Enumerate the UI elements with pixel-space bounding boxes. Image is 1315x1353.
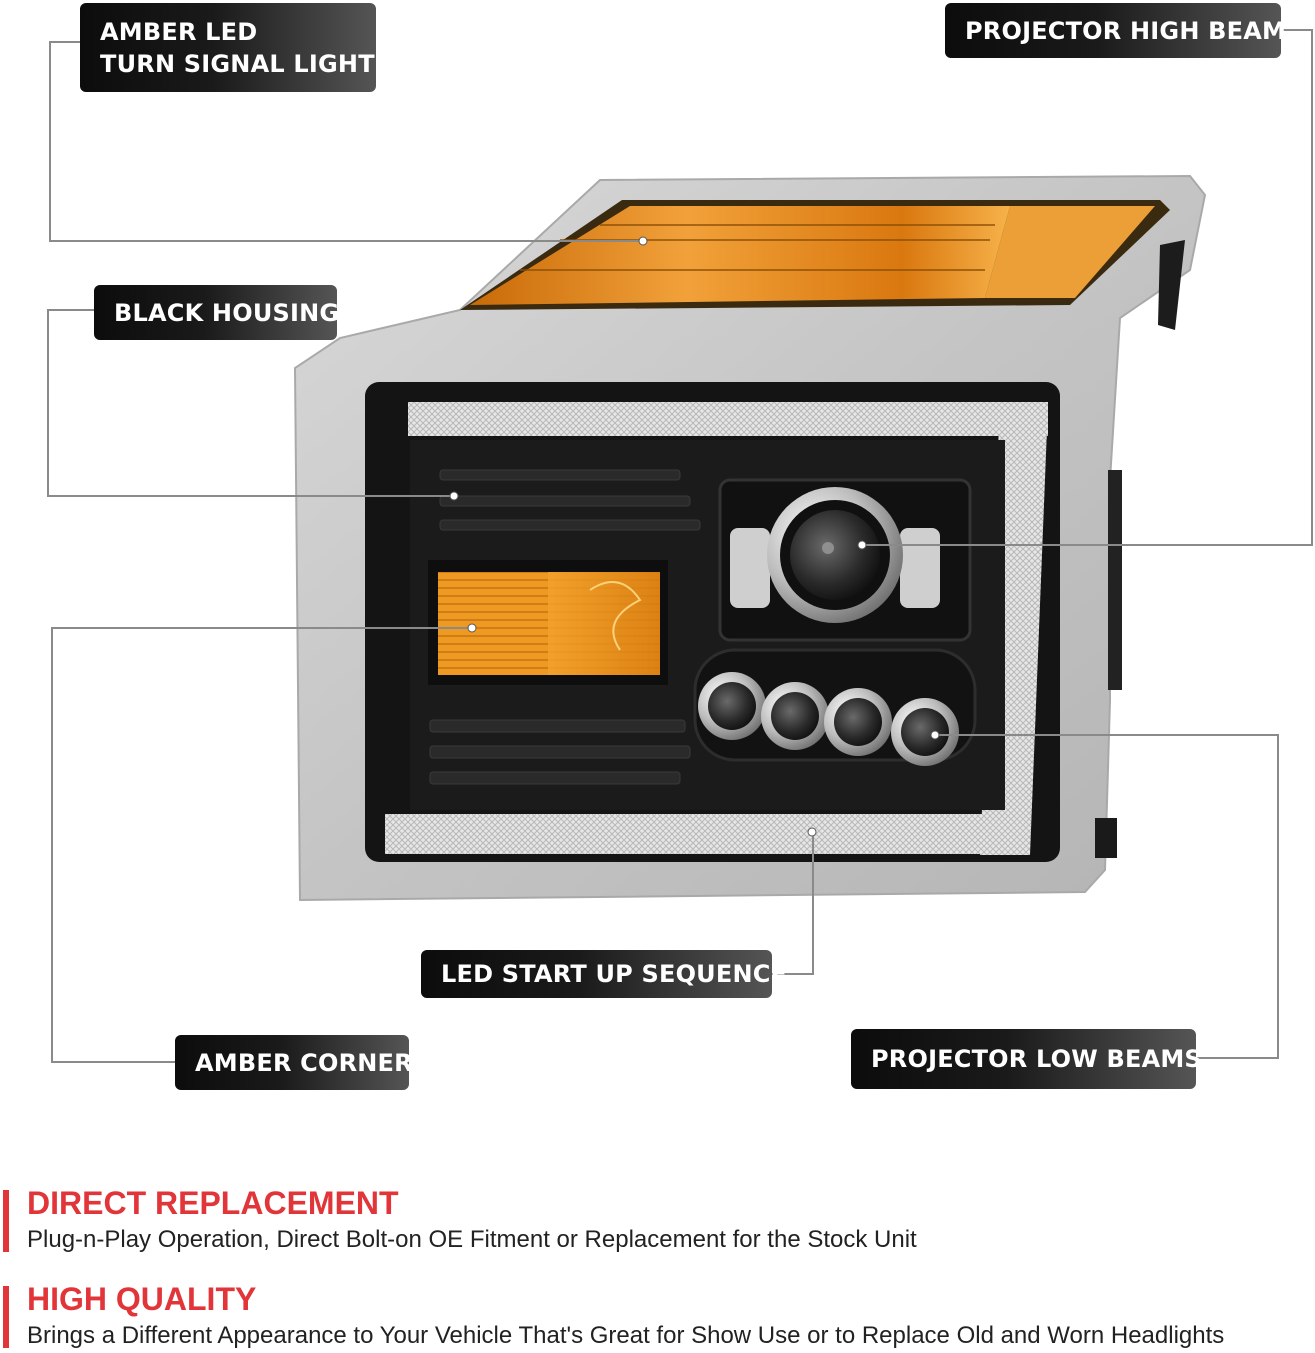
led-start-up-sequence-label: LED START UP SEQUENCE — [421, 950, 787, 998]
black-housing-label: BLACK HOUSING — [94, 285, 339, 340]
feature-direct-replacement: DIRECT REPLACEMENT Plug-n-Play Operation… — [0, 1185, 1315, 1255]
projector-high-beam-label: PROJECTOR HIGH BEAM — [945, 3, 1286, 58]
feature-title: DIRECT REPLACEMENT — [27, 1185, 399, 1221]
accent-bar — [3, 1190, 9, 1252]
accent-bar — [3, 1286, 9, 1348]
feature-description: Brings a Different Appearance to Your Ve… — [27, 1322, 1225, 1349]
feature-description: Plug-n-Play Operation, Direct Bolt-on OE… — [27, 1226, 917, 1253]
amber-led-line1: AMBER LED — [100, 17, 258, 46]
amber-corner-label: AMBER CORNER — [175, 1035, 413, 1090]
amber-led-line2: TURN SIGNAL LIGHT — [100, 49, 375, 78]
feature-title: HIGH QUALITY — [27, 1281, 257, 1317]
amber-led-turn-signal-label: AMBER LED TURN SIGNAL LIGHT — [80, 3, 376, 92]
projector-low-beams-label: PROJECTOR LOW BEAMS — [851, 1029, 1202, 1089]
feature-high-quality: HIGH QUALITY Brings a Different Appearan… — [0, 1281, 1315, 1353]
